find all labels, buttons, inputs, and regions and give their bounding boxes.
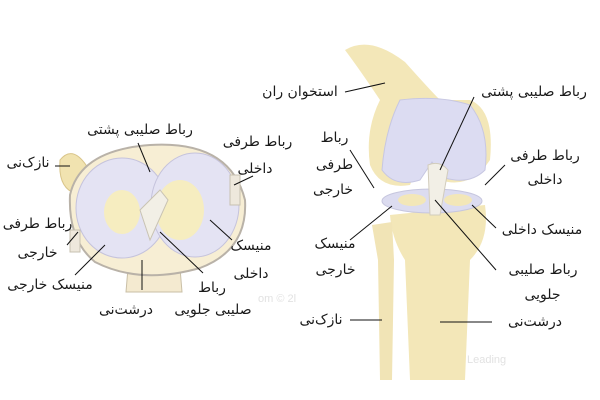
fibula — [372, 222, 394, 380]
label-front-lateral-meniscus-1: منیسک — [314, 236, 356, 252]
label-front-medial-meniscus: منیسک داخلی — [501, 222, 583, 238]
cruciate-ligaments — [139, 189, 169, 242]
label-front-pcl: رباط صلیبی پشتی — [481, 84, 587, 100]
tibial-plateau-top-view — [59, 143, 247, 293]
label-top-lcl-2: خارجی — [17, 245, 58, 261]
leader-lines — [55, 82, 506, 323]
label-top-lcl-1: رباط طرفی — [2, 216, 73, 232]
label-top-fibula: نازک‌نی — [6, 155, 50, 171]
label-front-acl-2: جلویی — [524, 287, 561, 303]
label-top-medial-meniscus-1: منیسک — [230, 238, 272, 254]
knee-front-view — [345, 44, 491, 380]
label-front-femur: استخوان ران — [262, 84, 338, 100]
label-top-mcl-2: داخلی — [237, 161, 273, 177]
label-top-pcl: رباط صلیبی پشتی — [87, 122, 193, 138]
label-top-mcl-1: رباط طرفی — [222, 134, 293, 150]
mcl-band — [229, 174, 241, 206]
label-front-lcl-1: رباط — [320, 130, 349, 146]
lateral-plateau — [104, 190, 140, 234]
label-front-tibia: درشت‌نی — [507, 314, 563, 330]
watermark-left: om © 2l — [258, 293, 297, 305]
label-top-tibia: درشت‌نی — [98, 302, 154, 318]
label-front-mcl-1: رباط طرفی — [510, 148, 580, 164]
medial-tibial-surface — [444, 194, 472, 206]
label-front-lateral-meniscus-2: خارجی — [315, 262, 356, 278]
label-top-acl-2: صلیبی جلویی — [174, 302, 252, 318]
lateral-tibial-surface — [398, 194, 426, 206]
tibia — [390, 205, 486, 380]
watermark-right: Leading — [467, 354, 507, 366]
label-front-mcl-2: داخلی — [527, 172, 563, 188]
label-top-medial-meniscus-2: داخلی — [233, 266, 269, 282]
label-top-lateral-meniscus: منیسک خارجی — [7, 277, 93, 293]
medial-plateau — [156, 180, 204, 240]
label-top-acl-1: رباط — [198, 280, 226, 296]
femoral-cartilage — [381, 97, 487, 183]
label-front-lcl-3: خارجی — [312, 182, 353, 198]
label-front-fibula: نازک‌نی — [299, 312, 343, 328]
label-front-lcl-2: طرفی — [315, 157, 354, 173]
label-front-acl-1: رباط صلیبی — [508, 262, 578, 278]
